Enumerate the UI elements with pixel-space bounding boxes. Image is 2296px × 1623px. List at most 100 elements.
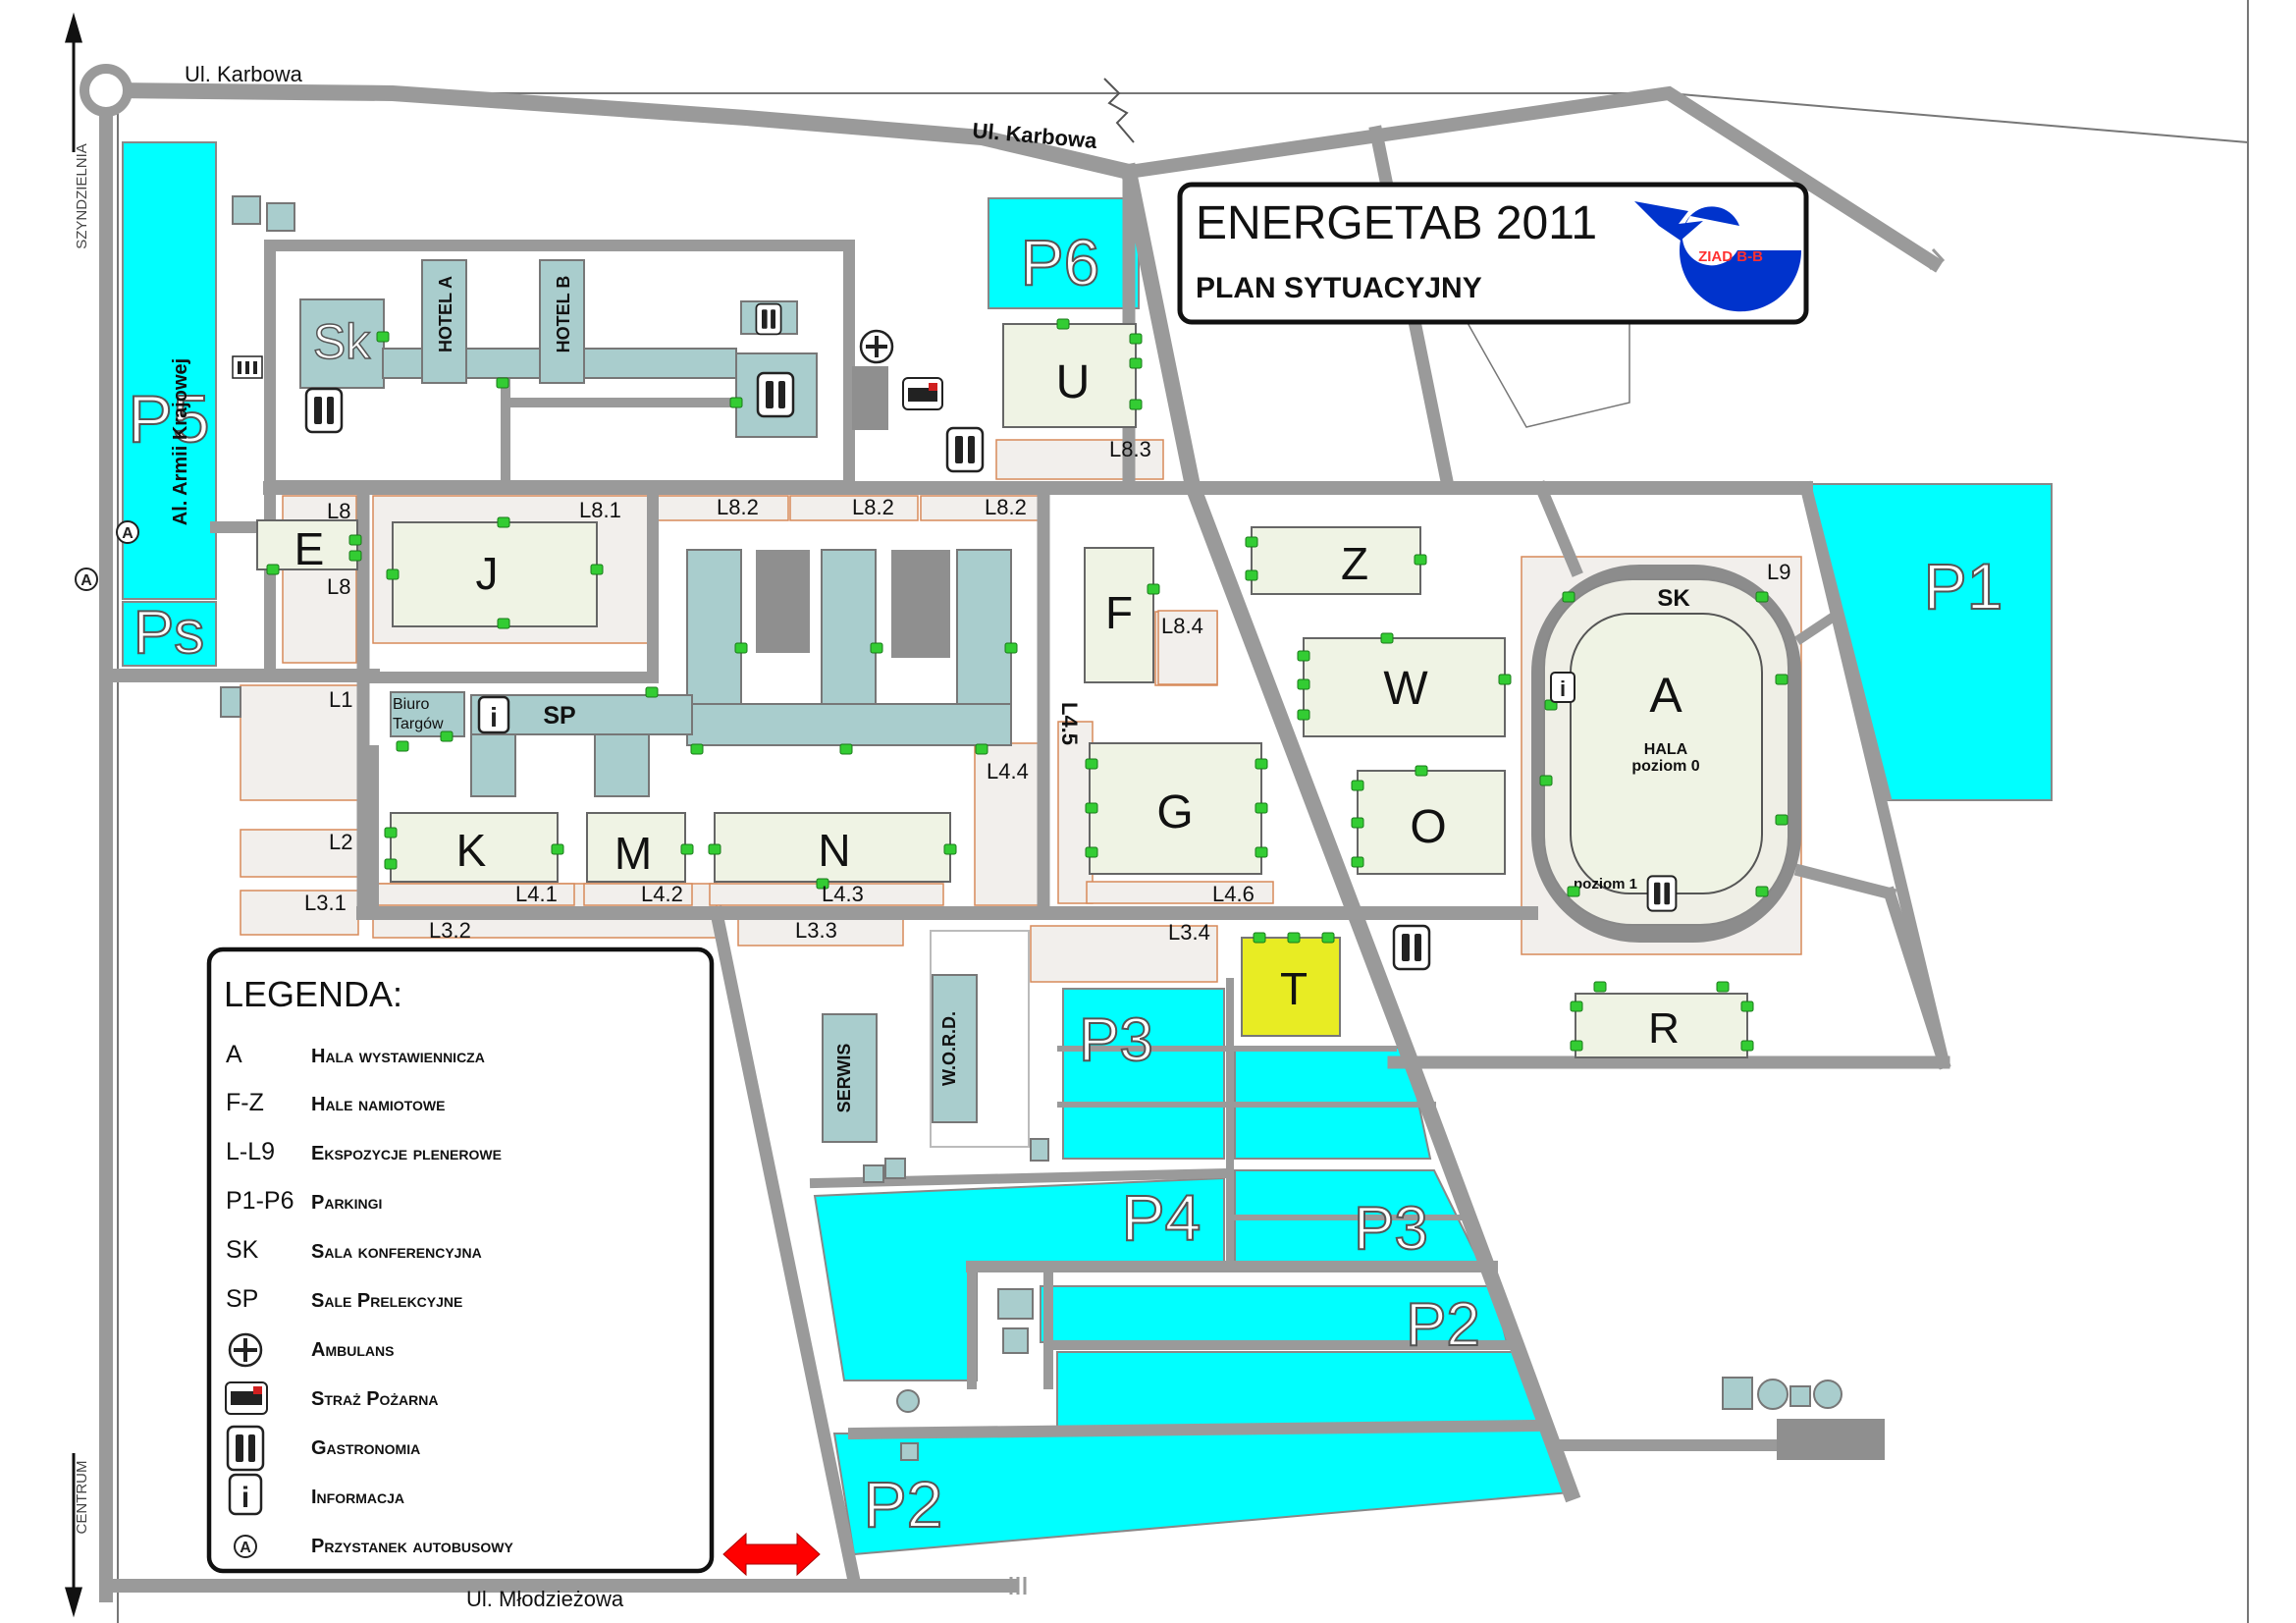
- fire-truck-icon: [225, 1381, 268, 1415]
- parking-Ps: [122, 601, 217, 667]
- svg-text:HOTEL A: HOTEL A: [436, 276, 455, 352]
- hall-E[interactable]: E: [256, 519, 362, 575]
- hall-R[interactable]: R: [1570, 981, 1754, 1058]
- svg-text:F-Z: F-Z: [226, 1089, 264, 1116]
- svg-text:R: R: [1648, 1004, 1680, 1053]
- gastronomy-icon: [1392, 924, 1431, 971]
- legend-desc-ambulance: Ambulans: [311, 1339, 394, 1361]
- hall-U[interactable]: U: [1002, 318, 1143, 428]
- svg-text:poziom 1: poziom 1: [1574, 876, 1637, 893]
- svg-text:L3.4: L3.4: [1168, 920, 1210, 945]
- hall-Z[interactable]: Z: [1245, 526, 1427, 595]
- direction-centrum: CENTRUM: [74, 1461, 90, 1535]
- hall-J[interactable]: J: [386, 516, 604, 629]
- title-box: ENERGETAB 2011 PLAN SYTUACYJNY ZIAD B-B: [1177, 182, 1809, 325]
- direction-arrows: [65, 12, 82, 1618]
- hall-A-label: A: [1649, 668, 1682, 723]
- legend-desc-A: Hala wystawiennicza: [311, 1046, 485, 1067]
- hall-N[interactable]: N: [708, 812, 957, 890]
- gastronomy-icon: [756, 371, 795, 418]
- svg-text:SP: SP: [226, 1285, 258, 1313]
- svg-text:Sk: Sk: [313, 314, 371, 369]
- street-labels: Ul. Karbowa Ul. Karbowa Al. Armii Krajow…: [74, 62, 1098, 1611]
- svg-text:L4.3: L4.3: [822, 882, 864, 906]
- hall-A[interactable]: A HALA poziom 0 SK poziom 1: [1531, 565, 1801, 943]
- legend: LEGENDA: A F-Z L-L9 P1-P6 SK SP Hala wys…: [206, 947, 715, 1574]
- svg-text:L8.2: L8.2: [717, 495, 759, 519]
- legend-title: LEGENDA:: [224, 974, 402, 1014]
- ambulance-icon: [859, 329, 894, 364]
- hall-T[interactable]: T: [1241, 932, 1341, 1037]
- svg-text:L3.2: L3.2: [429, 918, 471, 943]
- svg-text:L8.4: L8.4: [1161, 614, 1203, 638]
- svg-text:W.O.R.D.: W.O.R.D.: [939, 1011, 959, 1086]
- bus-stop-icon: [75, 568, 98, 591]
- svg-text:i: i: [490, 702, 498, 732]
- svg-text:L3.3: L3.3: [795, 918, 837, 943]
- hall-W[interactable]: W: [1297, 632, 1512, 737]
- parking-Ps-label: Ps: [133, 599, 204, 667]
- hall-K[interactable]: K: [384, 812, 564, 883]
- parking-P6-label: P6: [1021, 226, 1100, 298]
- svg-text:L4.2: L4.2: [641, 882, 683, 906]
- svg-text:L8: L8: [327, 574, 350, 599]
- conference-room-label: SK: [1657, 585, 1690, 612]
- map-subtitle: PLAN SYTUACYJNY: [1196, 272, 1482, 304]
- parking-P3a-label: P3: [1079, 1006, 1153, 1074]
- parking-P4-label: P4: [1122, 1181, 1201, 1254]
- svg-text:L4.1: L4.1: [515, 882, 558, 906]
- svg-text:L4.4: L4.4: [987, 759, 1029, 784]
- hotel-a: [421, 259, 467, 384]
- svg-text:Z: Z: [1341, 538, 1368, 589]
- gastronomy-icon: [945, 426, 985, 473]
- svg-text:G: G: [1156, 786, 1193, 839]
- svg-text:A: A: [226, 1041, 242, 1068]
- svg-text:L8.2: L8.2: [852, 495, 894, 519]
- svg-text:E: E: [294, 523, 325, 574]
- entrance-arrow: [722, 1532, 821, 1577]
- parking-P2b: [832, 1351, 1573, 1556]
- hall-O[interactable]: O: [1351, 765, 1506, 875]
- legend-desc-info: Informacja: [311, 1487, 404, 1508]
- svg-text:P1-P6: P1-P6: [226, 1187, 294, 1215]
- svg-text:HALA: HALA: [1644, 741, 1688, 758]
- svg-text:SERWIS: SERWIS: [834, 1044, 854, 1113]
- gastronomy-icon: [755, 302, 782, 336]
- expo-labels: L8 L8 L8.1 L8.2 L8.2 L8.2 L8.3 L8.4 L9 L…: [304, 437, 1790, 945]
- sp-complex: SP Biuro Targów: [390, 549, 1018, 797]
- legend-desc-P1-P6: Parkingi: [311, 1192, 382, 1214]
- restroom-icon: [232, 355, 263, 379]
- svg-text:L8.1: L8.1: [579, 498, 621, 522]
- parking-P3b-label: P3: [1354, 1195, 1428, 1263]
- hall-M[interactable]: M: [586, 812, 694, 883]
- gastronomy-icon: [304, 387, 344, 434]
- parking-P5: [122, 141, 217, 600]
- svg-text:N: N: [818, 825, 850, 876]
- legend-desc-gastronomy: Gastronomia: [311, 1437, 420, 1459]
- building-serwis: [822, 1013, 878, 1143]
- legend-desc-fire: Straż Pożarna: [311, 1388, 438, 1410]
- street-armii-krajowej: Al. Armii Krajowej: [170, 358, 191, 525]
- sp-label: SP: [543, 702, 575, 730]
- svg-text:L-L9: L-L9: [226, 1138, 275, 1165]
- south-buildings: SERWIS W.O.R.D.: [220, 686, 1885, 1461]
- trade-office: [390, 691, 465, 737]
- gastronomy-icon: [226, 1425, 265, 1472]
- svg-text:L8: L8: [327, 499, 350, 523]
- parking-P2a-label: P2: [1406, 1291, 1480, 1359]
- svg-text:SK: SK: [226, 1236, 259, 1264]
- svg-text:O: O: [1410, 801, 1446, 853]
- legend-desc-F-Z: Hale namiotowe: [311, 1094, 445, 1115]
- info-icon: i: [228, 1473, 263, 1516]
- svg-text:i: i: [1560, 676, 1566, 701]
- info-sp[interactable]: i: [477, 695, 510, 734]
- hall-G[interactable]: G: [1085, 742, 1268, 875]
- parking-P6: [988, 197, 1140, 309]
- hall-F[interactable]: F: [1084, 547, 1160, 683]
- parking-P2b-label: P2: [864, 1468, 943, 1541]
- info-icon: i: [1550, 672, 1575, 703]
- svg-text:L1: L1: [329, 687, 352, 712]
- svg-text:L8.3: L8.3: [1109, 437, 1151, 461]
- svg-text:M: M: [614, 828, 652, 879]
- roads: [80, 64, 1951, 1602]
